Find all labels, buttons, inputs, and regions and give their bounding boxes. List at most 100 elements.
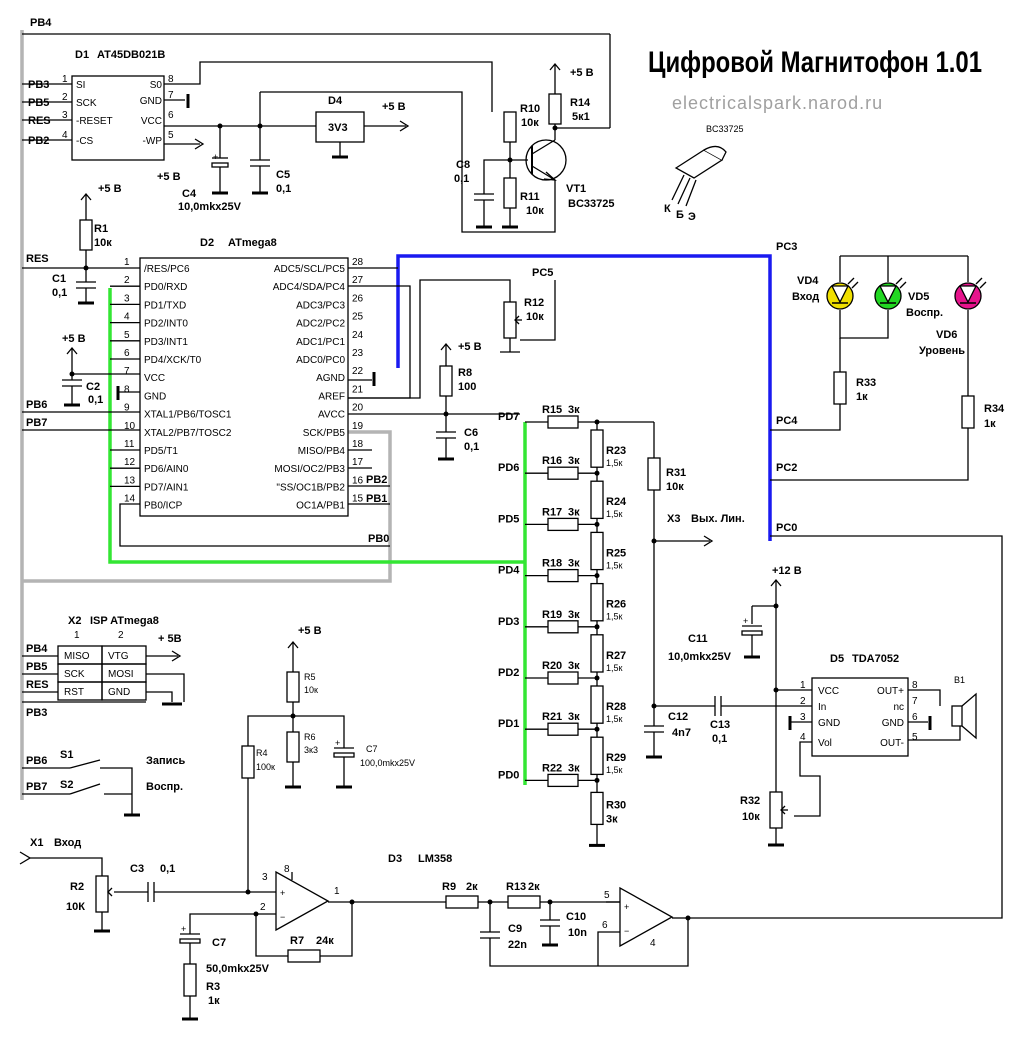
d2-pin-label: PD6/AIN0 [144,464,189,475]
c2-value: 0,1 [88,394,103,406]
d1-pin-label: -CS [76,136,94,147]
d1-pin-label: -RESET [76,116,113,127]
d2-designator: D2 [200,237,214,249]
c2-designator: C2 [86,381,100,393]
vd6-designator: VD6 [936,329,957,341]
dac-r-designator: R27 [606,650,626,662]
dac-series-resistor [547,415,579,429]
vd4-designator: VD4 [797,275,819,287]
r8-supply: +5 В [458,341,482,353]
dac-net-pd0: PD0 [498,769,519,781]
r14-value: 5к1 [572,111,590,123]
pin-e: Э [688,211,696,223]
d2-pin-num: 9 [124,403,130,414]
x2-net-pb3: PB3 [26,707,47,719]
d2-part: ATmega8 [228,237,277,249]
d1-net-pb2: PB2 [28,135,49,147]
d1-pin-label: VCC [141,116,162,127]
d1-designator: D1 [75,49,89,61]
dac-r-value: 1,5к [606,714,623,724]
x2-pin-label: MOSI [108,669,134,680]
d1-part: AT45DB021B [97,49,165,61]
d2-pin-num: 3 [124,293,130,304]
dac-net-pd2: PD2 [498,667,519,679]
c9-designator: C9 [508,923,522,935]
d5-pin-label: nc [893,702,904,713]
c7a-designator: C7 [366,744,378,754]
x1-designator: X1 [30,837,43,849]
d2-net-pb0: PB0 [368,533,389,545]
d2-pin-label: ADC0/PC0 [296,355,345,366]
x2-net-pb5: PB5 [26,661,47,673]
d2-pin-num: 20 [352,403,364,414]
d2-pin-label: ADC3/PC3 [296,300,345,311]
d2-net-pb2: PB2 [366,474,387,486]
c7b-designator: C7 [212,937,226,949]
d2-net-pb1: PB1 [366,493,387,505]
r30-value: 3к [606,813,618,825]
c11-designator: C11 [688,633,708,645]
x1-label: Вход [54,837,81,849]
c4-designator: C4 [182,188,197,200]
d2-pin-label: PB0/ICP [144,501,183,512]
c1-designator: C1 [52,273,66,285]
opamp1-pin2: 2 [260,902,266,913]
opamp1-pin1: 1 [334,886,340,897]
d2-pin-num: 2 [124,275,130,286]
r1-designator: R1 [94,223,108,235]
r14-supply: +5 В [570,67,594,79]
dac-r-value: 1,5к [606,663,623,673]
vt1-designator: VT1 [566,183,586,195]
c7b-value: 50,0mkx25V [206,963,270,975]
d2-pin-label: "SS/OC1B/PB2 [276,482,345,493]
d2-pin-num: 26 [352,293,364,304]
dac-r-designator: R20 [542,660,562,672]
dac-shunt-resistor [590,634,604,673]
opamp1-pin3: 3 [262,872,268,883]
c12-designator: C12 [668,711,688,723]
d2-pin-label: PD3/INT1 [144,337,188,348]
r14-designator: R14 [570,97,591,109]
dac-r-value: 3к [568,455,580,467]
dac-series-resistor [547,773,579,788]
r2-value: 10К [66,901,85,913]
d2-net-pb7: PB7 [26,417,47,429]
d2-pin-num: 17 [352,457,364,468]
d3-part: LM358 [418,853,452,865]
dac-r-designator: R18 [542,558,562,570]
svg-text:−: − [280,912,285,922]
dac-net-pd5: PD5 [498,513,519,525]
dac-series-resistor [547,466,579,480]
d5-pin-label: GND [882,718,904,729]
d5-pin-label: OUT- [880,738,904,749]
x2-pin-label: RST [64,687,84,698]
d1-pin-num: 7 [168,90,174,101]
c4-value: 10,0mkx25V [178,201,242,213]
x3-label: Вых. Лин. [691,513,745,525]
dac-shunt-resistor [590,531,604,571]
x2-pin-label: GND [108,687,130,698]
dac-r-designator: R29 [606,752,626,764]
r1-supply: +5 В [98,183,122,195]
d5-pin-num: 2 [800,696,806,707]
dac-r-designator: R26 [606,599,626,611]
d3-designator: D3 [388,853,402,865]
d4-designator: D4 [328,95,343,107]
c5-value: 0,1 [276,183,291,195]
d2-pin-label: AVCC [318,410,345,421]
gray-spi-bus [20,30,392,800]
green-port-d-bus [108,288,527,785]
schematic-title: Цифровой Магнитофон 1.01 [648,46,982,79]
r13-value: 2к [528,881,540,893]
d2-pin-num: 21 [352,384,364,395]
vd5-designator: VD5 [908,291,929,303]
svg-text:+: + [624,902,629,912]
x2-vtg-supply: + 5В [158,633,182,645]
d2-pin-label: SCK/PB5 [303,428,346,439]
dac-r-value: 3к [568,762,580,774]
r8-designator: R8 [458,367,472,379]
d5-pin-label: OUT+ [877,686,904,697]
d2-chip [139,257,349,517]
